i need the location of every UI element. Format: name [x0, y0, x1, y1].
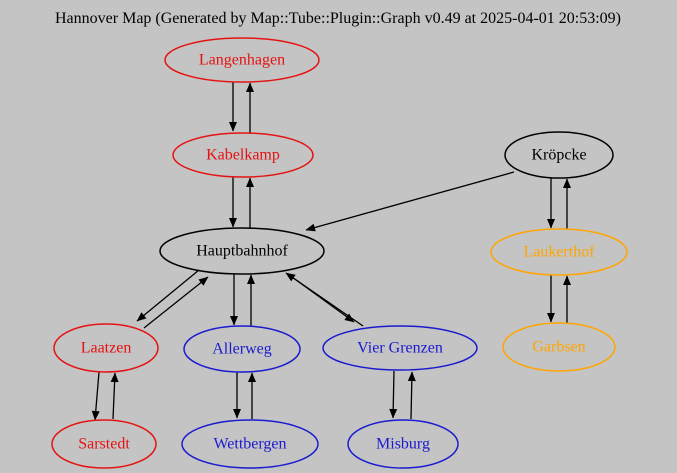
- graph-title: Hannover Map (Generated by Map::Tube::Pl…: [55, 10, 621, 27]
- station-label: Laatzen: [81, 340, 132, 357]
- station-label: Hauptbahnhof: [196, 243, 288, 260]
- station-node-wettbergen: Wettbergen: [181, 419, 319, 469]
- station-label: Laukerthof: [523, 244, 595, 261]
- station-ellipse: [322, 325, 478, 371]
- station-node-laukerthof: Laukerthof: [490, 228, 628, 276]
- station-label: Vier Grenzen: [357, 340, 443, 357]
- station-label: Sarstedt: [78, 436, 130, 453]
- station-label: Kröpcke: [531, 147, 586, 164]
- station-node-garbsen: Garbsen: [502, 322, 616, 372]
- station-node-sarstedt: Sarstedt: [51, 419, 157, 469]
- edge-hauptbahnhof-laatzen: [136, 269, 200, 322]
- station-ellipse: [53, 323, 159, 373]
- edge-laatzen-hauptbahnhof: [143, 276, 209, 329]
- station-ellipse: [502, 322, 616, 372]
- station-ellipse: [490, 228, 628, 276]
- edge-kroepcke-hauptbahnhof: [305, 171, 515, 232]
- station-node-allerweg: Allerweg: [183, 325, 301, 373]
- station-node-vier-grenzen: Vier Grenzen: [322, 325, 478, 371]
- edges-layer: [91, 82, 571, 421]
- station-label: Kabelkamp: [206, 147, 280, 164]
- edge-laatzen-sarstedt: [91, 371, 100, 421]
- station-node-hauptbahnhof: Hauptbahnhof: [159, 227, 325, 275]
- station-label: Allerweg: [212, 341, 272, 358]
- station-label: Wettbergen: [213, 436, 286, 453]
- edge-sarstedt-laatzen: [110, 372, 119, 420]
- station-label: Garbsen: [532, 339, 585, 356]
- station-ellipse: [504, 131, 614, 179]
- stations-layer: Langenhagen Kabelkamp Kröpcke Hauptbahnh…: [51, 37, 628, 469]
- station-ellipse: [172, 132, 314, 178]
- station-node-kroepcke: Kröpcke: [504, 131, 614, 179]
- station-label: Langenhagen: [199, 52, 285, 69]
- station-node-kabelkamp: Kabelkamp: [172, 132, 314, 178]
- station-ellipse: [181, 419, 319, 469]
- station-node-misburg: Misburg: [347, 419, 459, 469]
- station-ellipse: [51, 419, 157, 469]
- edge-viergrenzen-hauptbahnhof: [285, 272, 364, 327]
- edge-misburg-viergrenzen: [407, 371, 416, 420]
- station-node-langenhagen: Langenhagen: [164, 37, 320, 83]
- station-node-laatzen: Laatzen: [53, 323, 159, 373]
- station-label: Misburg: [376, 436, 430, 453]
- station-ellipse: [164, 37, 320, 83]
- edge-viergrenzen-misburg: [389, 370, 398, 419]
- station-ellipse: [159, 227, 325, 275]
- station-ellipse: [347, 419, 459, 469]
- station-ellipse: [183, 325, 301, 373]
